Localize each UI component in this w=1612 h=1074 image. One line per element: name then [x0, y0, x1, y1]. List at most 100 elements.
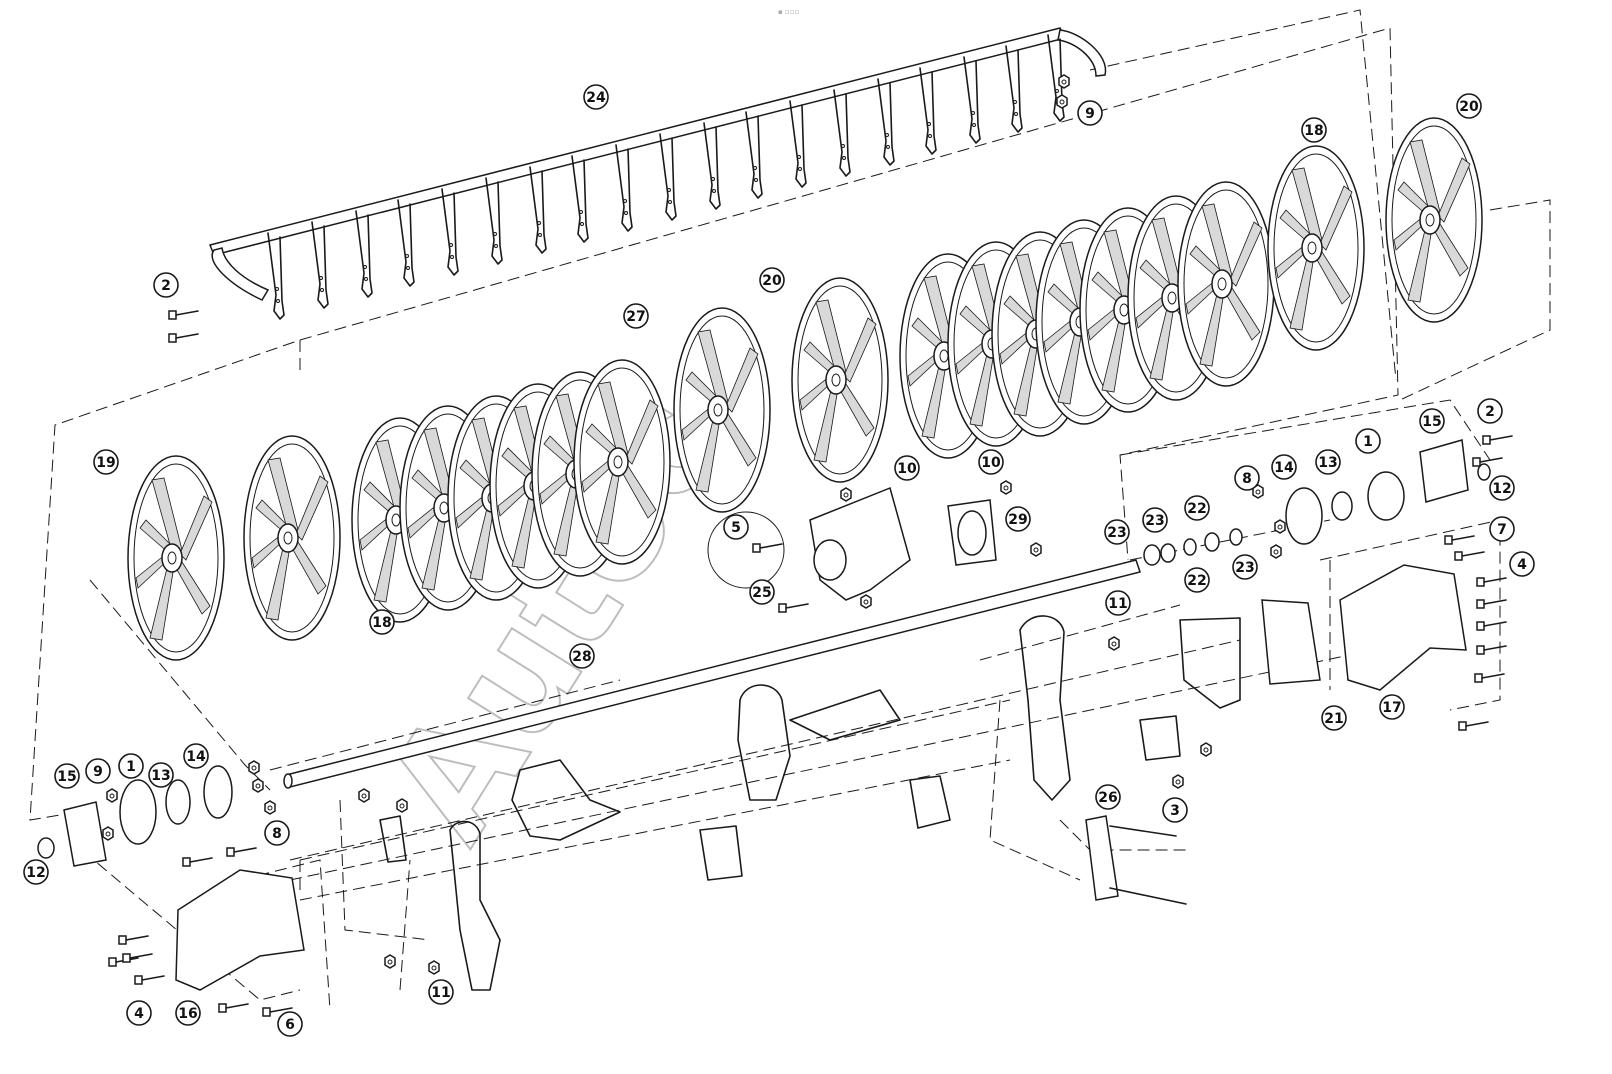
callout-14: 14	[1271, 454, 1297, 480]
callout-label: 8	[272, 826, 282, 842]
callout-label: 17	[1382, 700, 1401, 716]
callout-label: 13	[151, 768, 170, 784]
callout-label: 7	[1497, 522, 1507, 538]
callout-label: 9	[93, 764, 103, 780]
callout-24: 24	[583, 84, 609, 110]
callout-20: 20	[759, 267, 785, 293]
callout-27: 27	[623, 303, 649, 329]
callout-22: 22	[1184, 567, 1210, 593]
callout-6: 6	[277, 1011, 303, 1037]
callout-label: 18	[372, 615, 391, 631]
callout-label: 15	[1422, 414, 1441, 430]
callout-label: 2	[161, 278, 171, 294]
callout-10: 10	[978, 449, 1004, 475]
callout-label: 28	[572, 649, 591, 665]
callout-label: 12	[1492, 481, 1511, 497]
callout-28: 28	[569, 643, 595, 669]
callout-18: 18	[1301, 117, 1327, 143]
callout-label: 14	[1274, 460, 1294, 476]
callout-13: 13	[1315, 449, 1341, 475]
callout-22: 22	[1184, 495, 1210, 521]
callout-8: 8	[1234, 465, 1260, 491]
callout-label: 23	[1107, 525, 1126, 541]
callout-26: 26	[1095, 784, 1121, 810]
left-plate-16	[175, 869, 305, 991]
callout-label: 10	[897, 461, 917, 477]
callout-8: 8	[264, 820, 290, 846]
callout-9: 9	[1077, 100, 1103, 126]
callout-label: 23	[1235, 560, 1254, 576]
callout-19: 19	[93, 449, 119, 475]
wheel-row-right	[899, 117, 1483, 459]
right-plates	[1261, 564, 1467, 691]
callout-label: 2	[1485, 404, 1495, 420]
callout-label: 22	[1187, 501, 1206, 517]
callout-label: 8	[1242, 471, 1252, 487]
callout-label: 20	[762, 273, 782, 289]
left-bearing-stack	[37, 765, 233, 867]
callout-2: 2	[153, 272, 179, 298]
callout-1: 1	[1355, 428, 1381, 454]
main-shaft	[283, 559, 1141, 789]
callout-3: 3	[1162, 797, 1188, 823]
callout-label: 14	[186, 749, 206, 765]
right-bearing-stack	[1143, 439, 1491, 566]
callout-label: 11	[1108, 596, 1127, 612]
callout-label: 19	[96, 455, 115, 471]
callout-label: 29	[1008, 512, 1027, 528]
callout-23: 23	[1232, 554, 1258, 580]
callout-20: 20	[1456, 93, 1482, 119]
callout-label: 25	[752, 585, 771, 601]
callout-label: 1	[126, 759, 136, 775]
callout-12: 12	[1489, 475, 1515, 501]
assembly-dashed-lines	[29, 9, 1551, 1011]
frame-and-arms	[379, 615, 1241, 991]
callout-label: 15	[57, 769, 76, 785]
callout-25: 25	[749, 579, 775, 605]
callout-label: 20	[1459, 99, 1479, 115]
callout-2: 2	[1477, 398, 1503, 424]
callout-7: 7	[1489, 516, 1515, 542]
callout-label: 16	[178, 1006, 197, 1022]
callout-label: 11	[431, 985, 450, 1001]
flange-29	[947, 499, 997, 566]
callout-23: 23	[1142, 507, 1168, 533]
callout-4: 4	[1509, 551, 1535, 577]
callout-15: 15	[1419, 408, 1445, 434]
callout-label: 3	[1170, 803, 1180, 819]
callout-5: 5	[723, 514, 749, 540]
callout-4: 4	[126, 1000, 152, 1026]
header-mark: ▪ ▫▫▫	[778, 8, 799, 16]
callout-29: 29	[1005, 506, 1031, 532]
callout-label: 4	[134, 1006, 144, 1022]
callout-label: 22	[1187, 573, 1206, 589]
callout-label: 24	[586, 90, 606, 106]
tine-bar-assembly	[208, 27, 1107, 320]
callout-15: 15	[54, 763, 80, 789]
callout-label: 21	[1324, 711, 1343, 727]
callout-label: 23	[1145, 513, 1164, 529]
callout-label: 26	[1098, 790, 1117, 806]
callout-21: 21	[1321, 705, 1347, 731]
callout-16: 16	[175, 1000, 201, 1026]
callout-12: 12	[23, 859, 49, 885]
callout-13: 13	[148, 762, 174, 788]
callout-23: 23	[1104, 519, 1130, 545]
callout-label: 5	[731, 520, 741, 536]
callout-label: 4	[1517, 557, 1527, 573]
callout-18: 18	[369, 609, 395, 635]
callout-label: 6	[285, 1017, 295, 1033]
callout-9: 9	[85, 758, 111, 784]
callout-11: 11	[1105, 590, 1131, 616]
callout-label: 1	[1363, 434, 1373, 450]
callout-label: 10	[981, 455, 1001, 471]
callout-17: 17	[1379, 694, 1405, 720]
callout-label: 27	[626, 309, 645, 325]
callout-14: 14	[183, 743, 209, 769]
callout-10: 10	[894, 455, 920, 481]
callout-label: 9	[1085, 106, 1095, 122]
center-bracket	[707, 486, 911, 601]
